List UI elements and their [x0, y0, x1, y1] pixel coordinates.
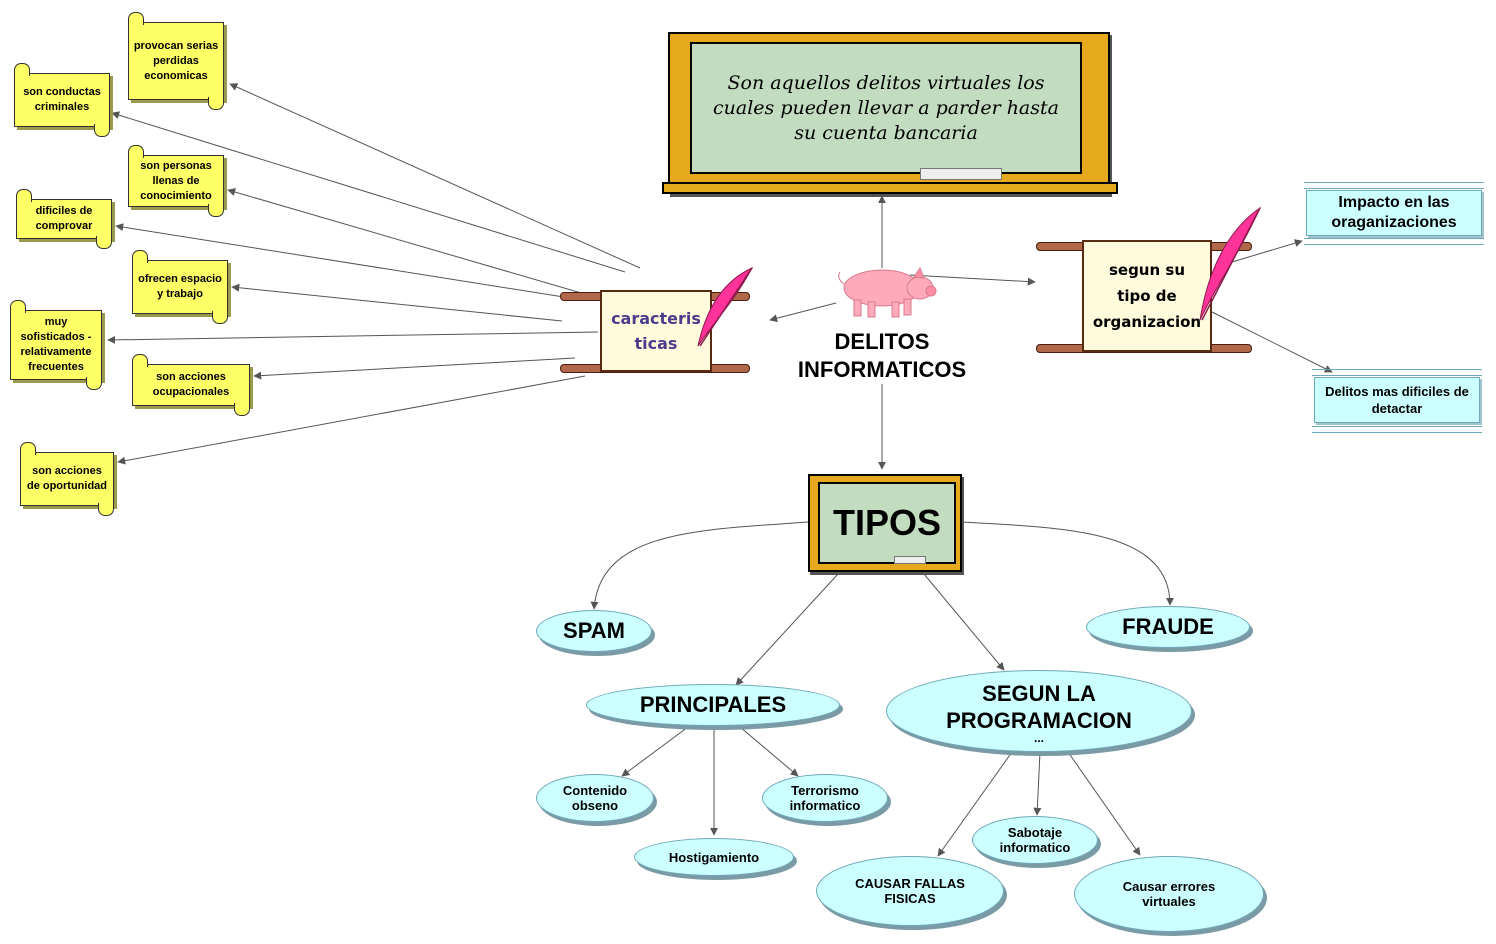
note-conductas-criminales: son conductas criminales	[14, 63, 110, 137]
central-topic-line2: INFORMATICOS	[797, 357, 967, 382]
segun-programacion-label: SEGUN LA PROGRAMACION	[946, 681, 1132, 733]
connector-line	[769, 302, 837, 323]
note-acciones-oportunidad: son acciones de oportunidad	[20, 442, 114, 516]
connector-line	[1033, 751, 1042, 816]
organizacion-line2: tipo de	[1117, 287, 1177, 305]
definition-slate: Son aquellos delitos virtuales los cuale…	[690, 42, 1082, 174]
caracteristicas-line2: ticas	[634, 334, 678, 353]
connector-line	[735, 573, 839, 686]
connector-line	[1211, 311, 1333, 373]
eraser	[920, 168, 1002, 180]
note-dificiles-comprovar: dificiles de comprovar	[16, 189, 112, 249]
contenido-obseno-node: Contenido obseno	[536, 774, 654, 822]
central-topic-line1: DELITOS	[834, 329, 930, 354]
tipos-label: TIPOS	[832, 502, 942, 543]
sabotaje-node: Sabotaje informatico	[972, 816, 1098, 864]
impacto-box: Impacto en las oraganizaciones	[1306, 190, 1482, 236]
pig-icon	[838, 266, 937, 318]
connector-line	[590, 521, 809, 610]
tipos-board: TIPOS	[808, 474, 962, 572]
note-sofisticados-frecuentes: muy sofisticados - relativamente frecuen…	[10, 300, 102, 390]
spam-node: SPAM	[536, 610, 652, 652]
connector-line	[621, 726, 689, 777]
principales-node: PRINCIPALES	[586, 684, 840, 726]
connector-line	[227, 188, 596, 298]
connector-line	[111, 111, 626, 273]
note-espacio-trabajo: ofrecen espacio y trabajo	[132, 250, 228, 324]
caracteristicas-scroll: caracteris ticas	[600, 290, 712, 372]
box-stripe	[1312, 426, 1482, 433]
note-perdidas-economicas: provocan serias perdidas economicas	[128, 12, 224, 110]
chalk-tray	[662, 182, 1118, 194]
caracteristicas-line1: caracteris	[611, 309, 701, 328]
connector-line	[937, 751, 1013, 857]
connector-line	[923, 573, 1005, 671]
organizacion-line1: segun su	[1108, 261, 1185, 279]
organizacion-line3: organizacion	[1092, 313, 1202, 331]
hostigamiento-node: Hostigamiento	[634, 838, 794, 876]
quill-icon	[1199, 206, 1262, 321]
quill-icon	[697, 266, 754, 347]
connector-line	[229, 83, 641, 269]
note-personas-conocimiento: son personas llenas de conocimiento	[128, 145, 224, 217]
connector-line	[1231, 239, 1303, 263]
box-stripe	[1304, 182, 1484, 189]
connector-line	[961, 521, 1174, 606]
connector-line	[231, 283, 563, 322]
terrorismo-node: Terrorismo informatico	[762, 774, 888, 822]
segun-programacion-node: SEGUN LA PROGRAMACION ...	[886, 670, 1192, 752]
connector-line	[253, 357, 576, 380]
definition-board: Son aquellos delitos virtuales los cuale…	[662, 32, 1118, 194]
box-stripe	[1312, 369, 1482, 376]
connector-line	[739, 726, 799, 777]
eraser	[894, 556, 926, 564]
causar-fallas-node: CAUSAR FALLAS FISICAS	[816, 856, 1004, 926]
organizacion-scroll: segun su tipo de organizacion	[1082, 240, 1212, 352]
connector-line	[117, 375, 586, 465]
central-topic: DELITOS INFORMATICOS	[770, 328, 994, 384]
connector-line	[115, 223, 571, 299]
tipos-slate: TIPOS	[818, 482, 956, 564]
fraude-node: FRAUDE	[1086, 606, 1250, 648]
connector-line	[909, 274, 1036, 286]
note-acciones-ocupacionales: son acciones ocupacionales	[132, 354, 250, 416]
box-stripe	[1304, 238, 1484, 245]
causar-errores-node: Causar errores virtuales	[1074, 856, 1264, 932]
definition-text: Son aquellos delitos virtuales los cuale…	[713, 71, 1059, 144]
connector-line	[1067, 751, 1141, 856]
detectar-box: Delitos mas dificiles de detactar	[1314, 377, 1480, 423]
connector-line	[107, 331, 599, 344]
segun-programacion-more: ...	[1033, 731, 1044, 745]
